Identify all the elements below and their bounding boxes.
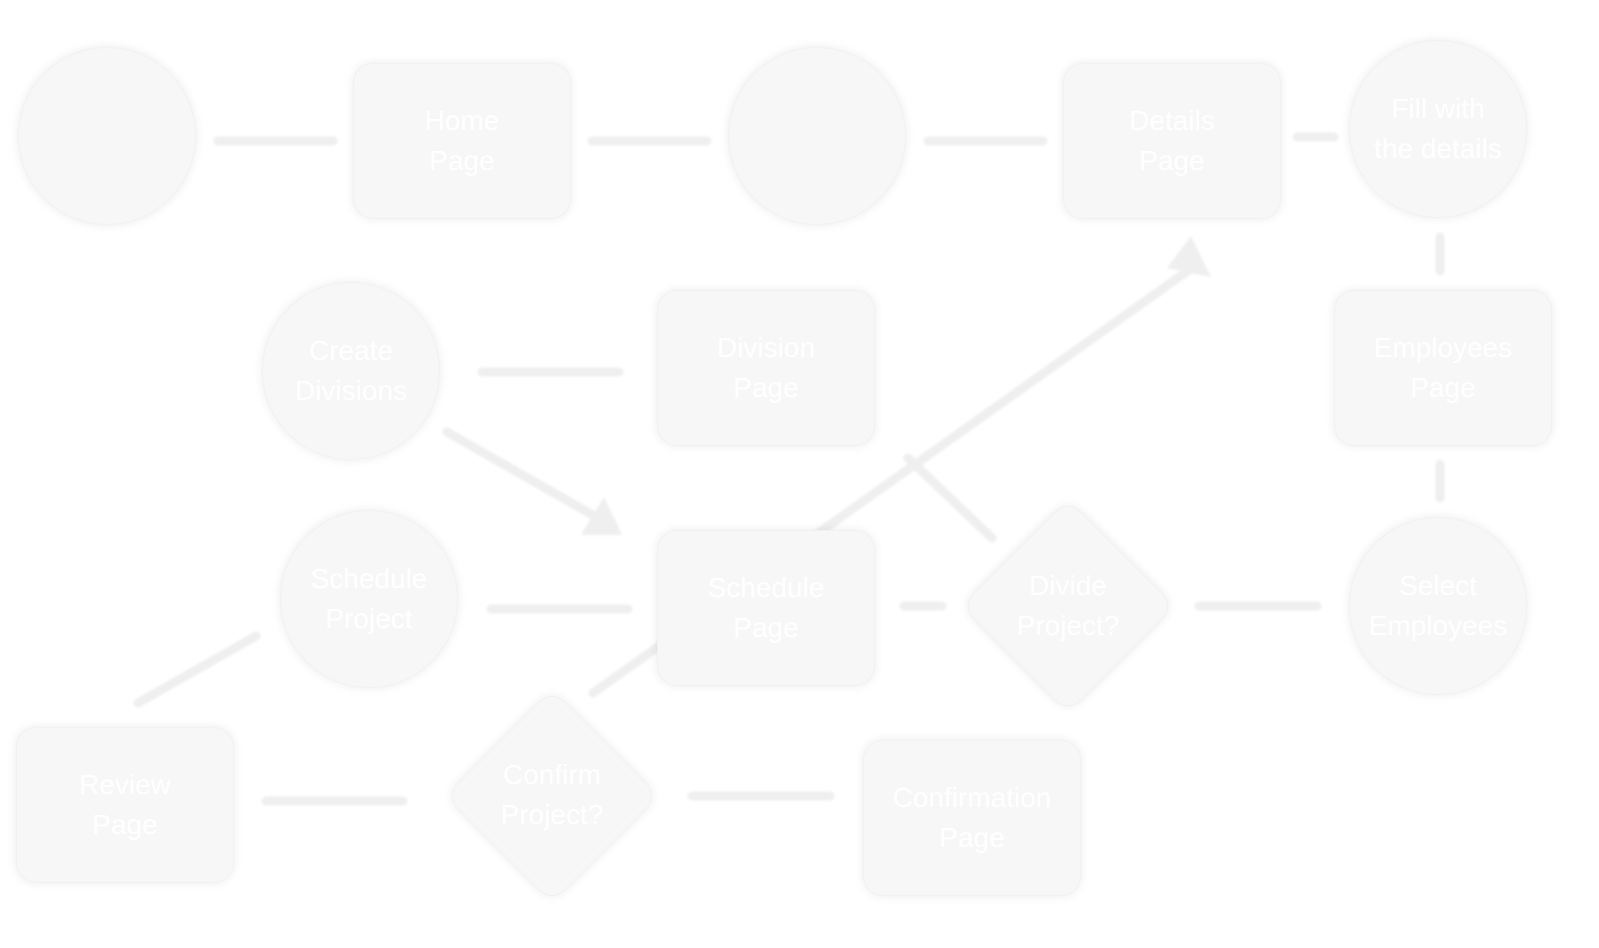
schedule-project-node (280, 510, 458, 688)
arrowhead-to-details-page (1167, 236, 1211, 277)
employees-page-node (1334, 290, 1552, 446)
confirmation-page-node (863, 740, 1081, 896)
details-page-node (1063, 63, 1281, 219)
start-circle (18, 47, 196, 225)
arrowhead-to-schedule-page (581, 497, 622, 535)
schedule-page-node (657, 530, 875, 686)
select-employees-node (1349, 517, 1527, 695)
home-page-node (353, 63, 571, 219)
process-circle (728, 47, 906, 225)
connector-division-divide (903, 453, 997, 543)
connector-scheduleproject-review (133, 631, 261, 708)
fill-details-node (1349, 40, 1527, 218)
create-divisions-node (262, 282, 440, 460)
review-page-node (16, 727, 234, 883)
connector-create-schedule-page (442, 427, 617, 531)
division-page-node (657, 290, 875, 446)
